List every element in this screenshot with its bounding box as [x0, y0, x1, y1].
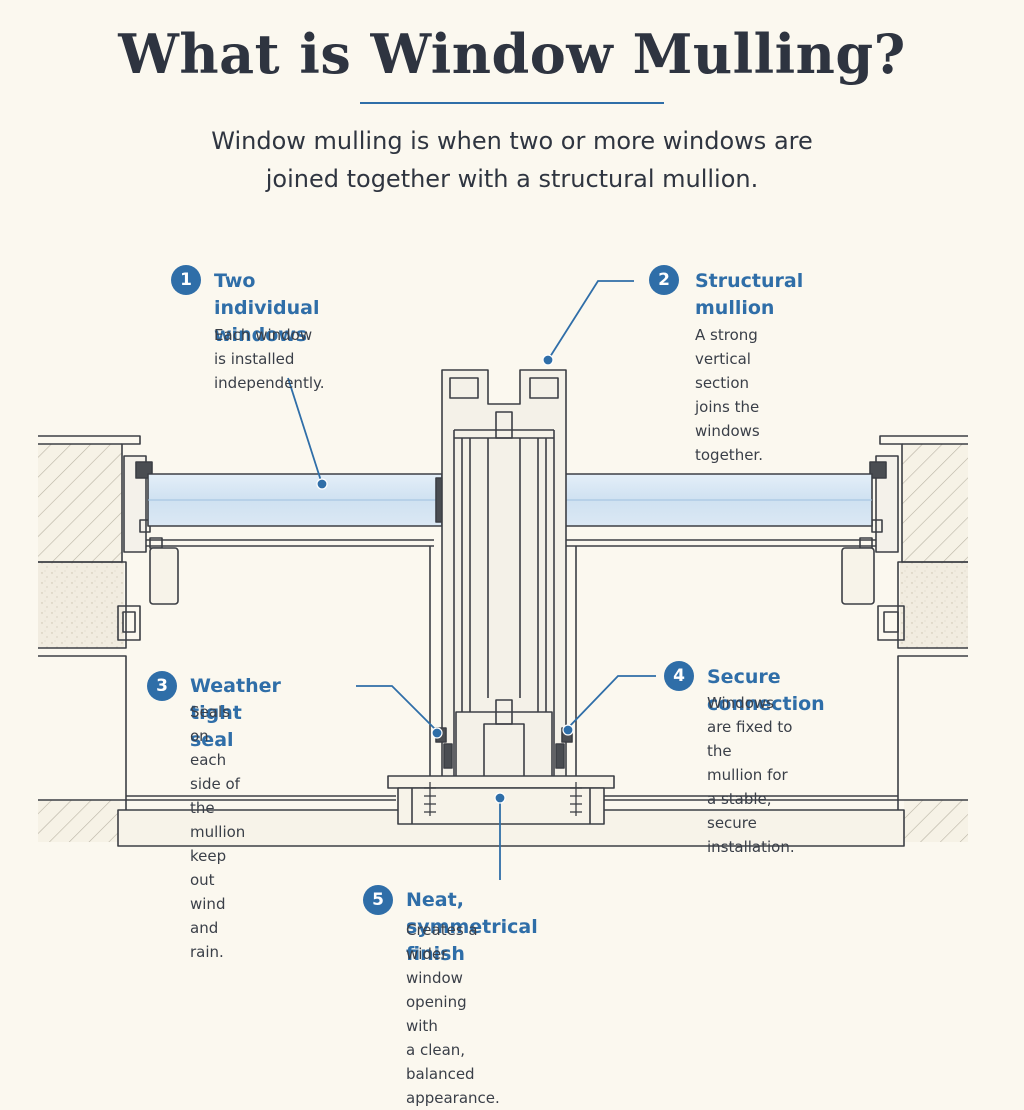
- callout-2-badge: 2: [649, 265, 679, 295]
- callout-3-desc-line-2: mullion keep out wind: [190, 823, 246, 913]
- callout-2-title-line-2: mullion: [695, 297, 775, 319]
- callout-1-title: Two individual windows: [214, 268, 320, 349]
- right-window-frame: [566, 455, 905, 641]
- leader-dots: [316, 354, 574, 804]
- callout-4-desc-line-3: secure installation.: [707, 814, 795, 856]
- callout-3-description: Seals on each side of the mullion keep o…: [190, 700, 245, 964]
- callout-1-description: Each window is installed independently.: [214, 323, 325, 395]
- leader-lines: [287, 280, 656, 880]
- callout-1-desc-line-1: Each window is installed: [214, 326, 313, 368]
- callout-2-description: A strong vertical section joins the wind…: [695, 323, 763, 467]
- callout-1-title-line-1: Two individual: [214, 270, 320, 319]
- subtitle-line-2: joined together with a structural mullio…: [265, 165, 759, 193]
- right-glass-pane: [553, 473, 873, 527]
- title-underline: [360, 102, 664, 104]
- page-subtitle: Window mulling is when two or more windo…: [0, 122, 1024, 198]
- right-wall: [879, 435, 968, 842]
- callout-1-title-line-2: windows: [214, 324, 308, 346]
- callout-2-desc-line-2: joins the windows: [695, 398, 760, 440]
- left-glass-pane: [147, 473, 447, 527]
- callout-5-title: Neat, symmetrical finish: [406, 889, 538, 965]
- callout-4-badge: 4: [664, 661, 694, 691]
- callout-3-desc-line-3: and rain.: [190, 919, 224, 961]
- left-window-frame: [117, 455, 434, 641]
- callout-5-desc-line-1: Creates a wider window opening with: [406, 921, 478, 1035]
- callout-3-desc-line-1: Seals on each side of the: [190, 703, 240, 817]
- callout-3-title: Weather tight seal: [190, 675, 281, 751]
- callout-1-badge: 1: [171, 265, 201, 295]
- fixing-screws: [424, 782, 582, 816]
- callout-5-description: Creates a wider window opening with a cl…: [406, 918, 500, 1110]
- callout-4-description: Windows are fixed to the mullion for a s…: [707, 691, 795, 859]
- left-wall: [38, 435, 141, 842]
- callout-1-desc-line-2: independently.: [214, 374, 325, 392]
- mullion-base-trim: [387, 775, 615, 825]
- callout-4-desc-line-1: Windows are fixed to the: [707, 694, 793, 760]
- callout-3-badge: 3: [147, 671, 177, 701]
- callout-2-title: Structural mullion: [695, 268, 803, 322]
- subtitle-line-1: Window mulling is when two or more windo…: [211, 127, 813, 155]
- callout-5-desc-line-2: a clean, balanced appearance.: [406, 1041, 500, 1107]
- structural-mullion: [429, 369, 577, 791]
- mulling-cross-section-diagram: [38, 280, 968, 880]
- page-title: What is Window Mulling?: [118, 22, 906, 86]
- callout-4-desc-line-2: mullion for a stable,: [707, 766, 788, 808]
- callout-2-title-line-1: Structural: [695, 270, 804, 292]
- callout-5-badge: 5: [363, 885, 393, 915]
- callout-2-desc-line-1: A strong vertical section: [695, 326, 758, 392]
- callout-2-desc-line-3: together.: [695, 446, 763, 464]
- callout-4-title: Secure connection: [707, 666, 825, 715]
